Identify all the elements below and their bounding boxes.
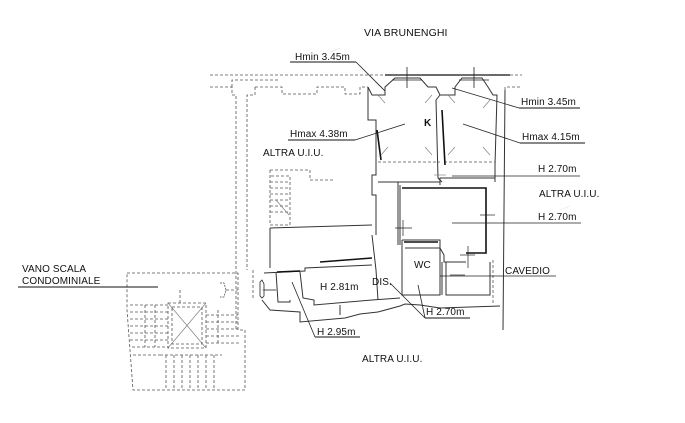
- disimpegno-label: DIS.: [372, 277, 392, 288]
- hmax-right-label: Hmax 4.15m: [522, 132, 580, 143]
- cavedio-label: CAVEDIO: [505, 266, 550, 277]
- altra-uiu-left-label: ALTRA U.I.U.: [263, 148, 324, 159]
- hmax-left-label: Hmax 4.38m: [290, 129, 348, 140]
- vano-scala-label-line2: CONDOMINIALE: [22, 276, 101, 287]
- wc-label: WC: [414, 260, 431, 271]
- street-name-label: VIA BRUNENGHI: [364, 27, 448, 39]
- height-270-wc-label: H 2.70m: [426, 307, 465, 318]
- hmin-right-label: Hmin 3.45m: [521, 97, 576, 108]
- kitchen-label: K: [424, 118, 432, 129]
- apartment-walls: [220, 67, 520, 331]
- height-270-corridor-label: H 2.70m: [538, 164, 577, 175]
- watermark-marks: [329, 47, 571, 211]
- height-281-label: H 2.81m: [320, 282, 359, 293]
- altra-uiu-bottom-label: ALTRA U.I.U.: [362, 354, 423, 365]
- stairwell-drawing: [126, 272, 246, 391]
- height-295-label: H 2.95m: [317, 327, 356, 338]
- height-270-room-label: H 2.70m: [538, 212, 577, 223]
- altra-uiu-right-label: ALTRA U.I.U.: [539, 189, 600, 200]
- hmin-left-label: Hmin 3.45m: [295, 52, 350, 63]
- vano-scala-label-line1: VANO SCALA: [22, 264, 87, 275]
- neighbour-left-outline: [210, 79, 368, 330]
- leader-lines: [18, 61, 585, 338]
